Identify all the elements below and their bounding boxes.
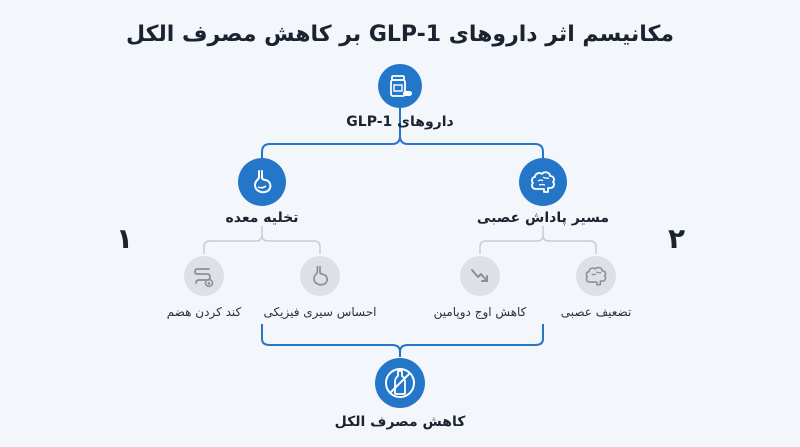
no-alcohol-icon [375, 358, 425, 408]
pill-bottle-icon [378, 64, 422, 108]
right-branch-connector [479, 226, 597, 254]
trend-down-icon [460, 256, 500, 296]
brain-icon [519, 158, 567, 206]
page-title: مکانیسم اثر داروهای GLP-1 بر کاهش مصرف ا… [126, 22, 674, 47]
brain-icon [576, 256, 616, 296]
outcome-connector [261, 324, 544, 357]
stomach-icon [300, 256, 340, 296]
branch-number-2: ۲ [668, 222, 686, 255]
root-connector [261, 107, 544, 158]
sub-label-neural-weakening: تضعیف عصبی [560, 305, 632, 319]
sub-label-fullness: احساس سیری فیزیکی [263, 305, 377, 319]
branch-label-stomach: تخلیه معده [225, 210, 299, 226]
branch-number-1: ۱ [116, 222, 134, 255]
intestine-icon [184, 256, 224, 296]
outcome-label: کاهش مصرف الکل [334, 414, 466, 430]
stomach-icon [238, 158, 286, 206]
left-branch-connector [203, 226, 321, 254]
sub-label-slow-digestion: کند کردن هضم [166, 305, 242, 319]
branch-label-reward: مسیر پاداش عصبی [476, 210, 610, 226]
sub-label-dopamine: کاهش اوج دوپامین [433, 305, 527, 319]
root-label: داروهای GLP-1 [346, 114, 454, 130]
